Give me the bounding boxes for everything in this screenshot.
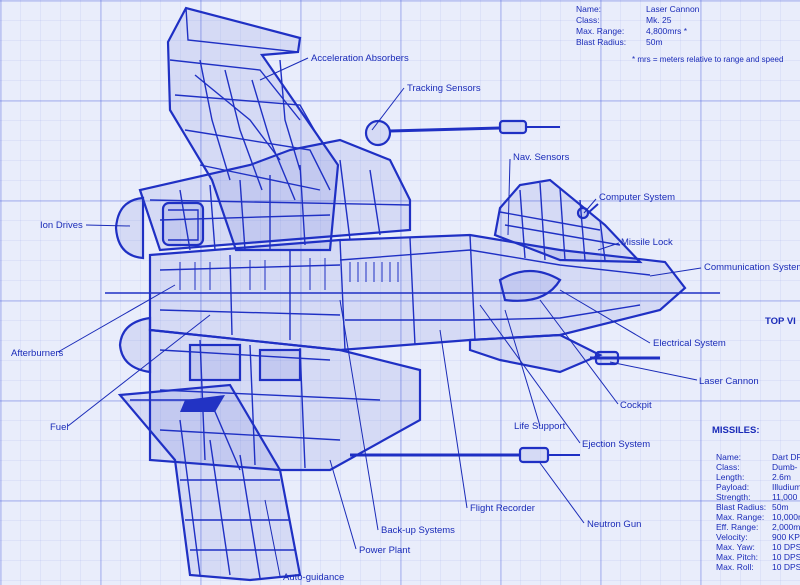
callout-ejection-system: Ejection System — [582, 439, 650, 450]
callout-flight-recorder: Flight Recorder — [470, 503, 535, 514]
missile-spec-label: Strength: — [716, 492, 751, 502]
callout-missile-lock: Missile Lock — [621, 237, 673, 248]
missile-spec-label: Class: — [716, 462, 740, 472]
lower-body — [148, 328, 422, 472]
spec-label: Max. Range: — [576, 26, 624, 36]
view-title: TOP VI — [765, 316, 796, 327]
missile-spec-label: Velocity: — [716, 532, 748, 542]
missile-spec-value: Illudium — [772, 482, 800, 492]
missile-spec-value: 10 DPS — [772, 552, 800, 562]
callout-electrical-system: Electrical System — [653, 338, 726, 349]
missile-spec-value: 10 DPS — [772, 542, 800, 552]
missile-spec-label: Payload: — [716, 482, 749, 492]
spec-label: Blast Radius: — [576, 37, 626, 47]
missile-spec-label: Blast Radius: — [716, 502, 766, 512]
missile-spec-value: 2.6m — [772, 472, 791, 482]
missile-spec-value: Dart DF — [772, 452, 800, 462]
callout-laser-cannon: Laser Cannon — [699, 376, 759, 387]
missile-spec-value: 10 DPS — [772, 562, 800, 572]
ship-drawing — [105, 6, 720, 582]
ion-drive — [114, 196, 145, 260]
callout-communication-system: Communication System — [704, 262, 800, 273]
callout-acceleration-absorbers: Acceleration Absorbers — [311, 53, 409, 64]
missile-spec-value: 2,000m — [772, 522, 800, 532]
spec-label: Name: — [576, 4, 601, 14]
missile-spec-value: 900 KPS — [772, 532, 800, 542]
spec-value: Laser Cannon — [646, 4, 700, 14]
missile-spec-value: Dumb- — [772, 462, 798, 472]
missile-spec-value: 10,000m — [772, 512, 800, 522]
callout-nav-sensors: Nav. Sensors — [513, 152, 570, 163]
missile-spec-value: 50m — [772, 502, 789, 512]
callout-ion-drives: Ion Drives — [40, 220, 83, 231]
spec-value: 4,800mrs * — [646, 26, 688, 36]
callout-power-plant: Power Plant — [359, 545, 411, 556]
callout-cockpit: Cockpit — [620, 400, 652, 411]
missile-spec-label: Max. Range: — [716, 512, 764, 522]
missiles-heading: MISSILES: — [712, 425, 760, 436]
cockpit — [498, 270, 562, 302]
missile-spec-label: Max. Roll: — [716, 562, 754, 572]
laser-spec-table: Name: Laser Cannon Class: Mk. 25 Max. Ra… — [576, 4, 783, 64]
missile-spec-value: 11,000 — [772, 492, 798, 502]
callout-life-support: Life Support — [514, 421, 566, 432]
upper-wing — [166, 6, 340, 252]
leader-lines — [57, 57, 702, 577]
afterburner — [118, 316, 152, 374]
callout-back-up-systems: Back-up Systems — [381, 525, 455, 536]
spec-value: Mk. 25 — [646, 15, 672, 25]
callout-neutron-gun: Neutron Gun — [587, 519, 641, 530]
missile-spec-label: Length: — [716, 472, 744, 482]
missile-spec-label: Max. Yaw: — [716, 542, 755, 552]
engine-housing — [138, 138, 412, 252]
missiles-spec-table: MISSILES: Name: Dart DF Class: Dumb- Len… — [712, 425, 800, 572]
lower-forward-hull — [468, 333, 603, 374]
callout-auto-guidance: Auto-guidance — [283, 572, 344, 583]
lower-wing — [117, 383, 302, 582]
spec-footnote: * mrs = meters relative to range and spe… — [632, 55, 783, 64]
spec-label: Class: — [576, 15, 600, 25]
callout-afterburners: Afterburners — [11, 348, 64, 359]
missile-spec-label: Max. Pitch: — [716, 552, 758, 562]
callout-tracking-sensors: Tracking Sensors — [407, 83, 481, 94]
callout-fuel: Fuel — [50, 422, 68, 433]
missile-spec-label: Eff. Range: — [716, 522, 758, 532]
callout-computer-system: Computer System — [599, 192, 675, 203]
missile-spec-label: Name: — [716, 452, 741, 462]
spec-value: 50m — [646, 37, 663, 47]
